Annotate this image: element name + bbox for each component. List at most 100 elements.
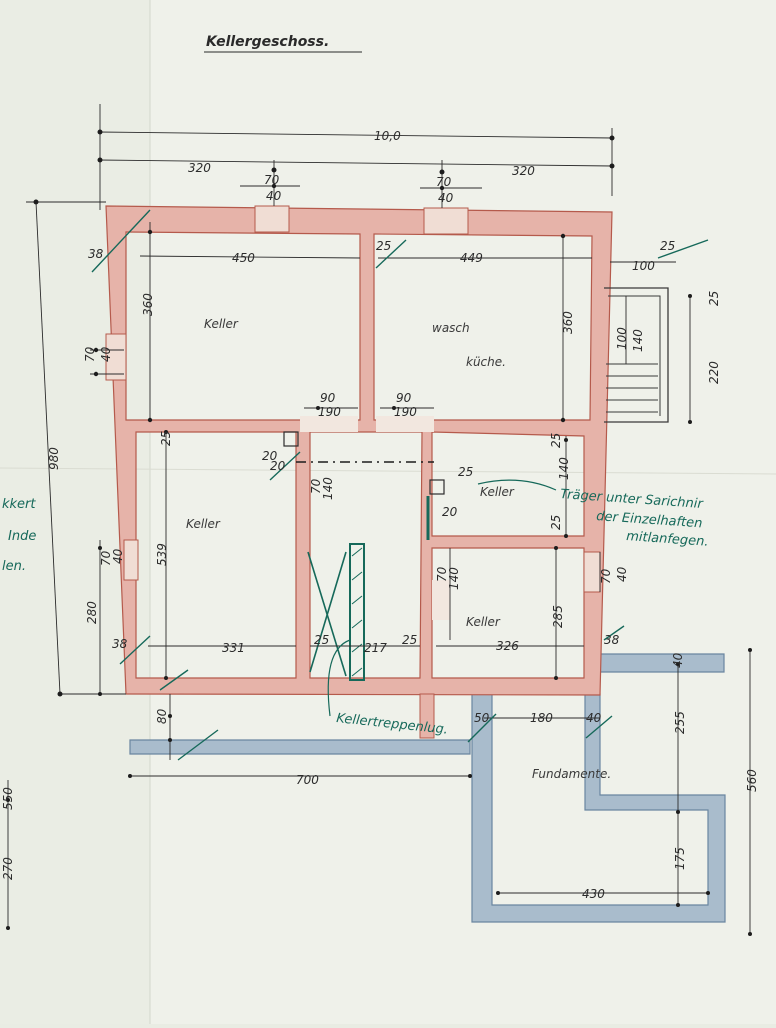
dim-fund-50: 50 [474, 711, 490, 725]
label-fundamente: Fundamente. [532, 767, 611, 781]
dim-keller-w-70: 70 [99, 550, 113, 566]
chimney-block-2 [429, 479, 445, 495]
paper-fold-panel [150, 0, 776, 1024]
cellar-stair [296, 461, 434, 681]
dim-keller-w-40: 40 [111, 548, 125, 564]
dim-total-width: 10,0 [374, 129, 401, 143]
dim-keller-ne-25: 25 [549, 433, 563, 448]
door-opening-ne [376, 416, 434, 432]
dim-fund-40: 40 [671, 652, 685, 668]
dim-door-se-140: 140 [447, 567, 461, 590]
dim-fund-560: 560 [745, 769, 759, 792]
dim-wall-38-top: 38 [88, 247, 104, 261]
dim-wall-38-br: 38 [604, 633, 620, 647]
dimension-points [6, 129, 752, 936]
dim-door-90-b: 90 [396, 391, 412, 405]
foundation-strip-bottom-left [129, 739, 471, 755]
foundation-group [129, 653, 726, 923]
dim-stair-70: 70 [309, 478, 323, 494]
dim-fund-700: 700 [296, 773, 319, 787]
dim-wall-25-top: 25 [376, 239, 391, 253]
dim-fund-430: 430 [582, 887, 605, 901]
corridor-wall-stub [419, 693, 435, 739]
dim-keller-ne-25b: 25 [549, 515, 563, 530]
dim-door-se-70: 70 [435, 566, 449, 582]
window-niche-right-lower [583, 551, 601, 593]
note-left-1: kkert [2, 497, 36, 512]
dim-stair-25: 25 [458, 465, 473, 479]
dim-door-20b: 20 [270, 459, 286, 473]
window-niche-top-right [423, 207, 469, 235]
dim-win-left-70: 70 [83, 346, 97, 362]
dim-fund-80: 80 [155, 708, 169, 724]
walls-group [105, 205, 613, 739]
dim-stoop-25: 25 [707, 291, 721, 306]
note-kellertreppe-arrow [327, 639, 351, 717]
dim-win-tl-a: 70 [264, 173, 280, 187]
dim-room-ne-height: 360 [561, 311, 575, 334]
dim-stoop-140: 140 [631, 329, 645, 352]
dim-stoop-220: 220 [707, 361, 721, 384]
dim-keller-se-h: 285 [551, 605, 565, 628]
dim-stoop-100: 100 [632, 259, 655, 273]
note-traeger-2: der Einzelhaften [596, 509, 703, 531]
note-traeger-arrow [477, 479, 557, 491]
dim-fund-180: 180 [530, 711, 553, 725]
dim-stair-20: 20 [442, 505, 458, 519]
check-marks [91, 209, 709, 761]
door-opening-nw [300, 416, 358, 432]
dimension-lines [7, 104, 751, 934]
dim-door-90-a: 90 [320, 391, 336, 405]
dim-left-270: 270 [1, 857, 15, 880]
stair-stringer [349, 543, 365, 681]
dim-wall-25-ne: 25 [660, 239, 675, 253]
dim-total-height: 980 [47, 447, 61, 470]
dim-wall-25-r: 25 [402, 633, 417, 647]
room-label-keller-nw: Keller [204, 317, 239, 331]
dim-room-ne-width: 449 [460, 251, 483, 265]
note-left-3: len. [2, 559, 26, 574]
note-left-2: Inde [8, 529, 36, 544]
dim-win-tl-b: 40 [266, 189, 282, 203]
drawing-title: Kellergeschoss. [206, 34, 329, 50]
window-niche-left-lower [123, 539, 139, 581]
dim-fund-255: 255 [673, 711, 687, 734]
outside-stairs [604, 287, 669, 423]
dim-fund-40b: 40 [586, 711, 602, 725]
dim-room-nw-height: 360 [141, 293, 155, 316]
dim-keller-se-width: 326 [496, 639, 519, 653]
dim-left-550: 550 [1, 787, 15, 810]
note-traeger-3: mitlanfegen. [626, 529, 709, 550]
dim-win-se-70: 70 [599, 568, 613, 584]
room-label-keller-ne-small: Keller [480, 485, 515, 499]
door-opening-se [432, 580, 450, 620]
dim-door-190-a: 190 [318, 405, 341, 419]
foundation-strip-right [599, 653, 725, 673]
room-label-keller-se: Keller [466, 615, 501, 629]
room-label-kueche: küche. [466, 355, 506, 369]
stair-cross-2 [309, 551, 347, 673]
dim-mid-25: 25 [159, 431, 173, 446]
dim-keller-w-width: 331 [222, 641, 245, 655]
dim-stoop-100b: 100 [615, 327, 629, 350]
dim-mid-width: 217 [364, 641, 387, 655]
dim-win-tr-a: 70 [436, 175, 452, 189]
window-niche-top-left [254, 205, 290, 233]
window-niche-left-upper [105, 333, 127, 381]
dim-keller-w-h: 539 [155, 543, 169, 566]
chimney-block-1 [283, 431, 299, 447]
dim-wall-38-bl: 38 [112, 637, 128, 651]
exterior-and-interior-walls [105, 205, 613, 696]
dim-door-20a: 20 [262, 449, 278, 463]
dim-right-span: 320 [512, 164, 535, 178]
dim-keller-ne-h: 140 [557, 457, 571, 480]
dim-win-left-40: 40 [99, 346, 113, 362]
stair-outline [604, 287, 669, 423]
dim-stair-140: 140 [321, 477, 335, 500]
stair-inner [608, 295, 661, 416]
dim-room-nw-width: 450 [232, 251, 255, 265]
dim-left-span: 320 [188, 161, 211, 175]
dim-fund-175: 175 [673, 847, 687, 870]
